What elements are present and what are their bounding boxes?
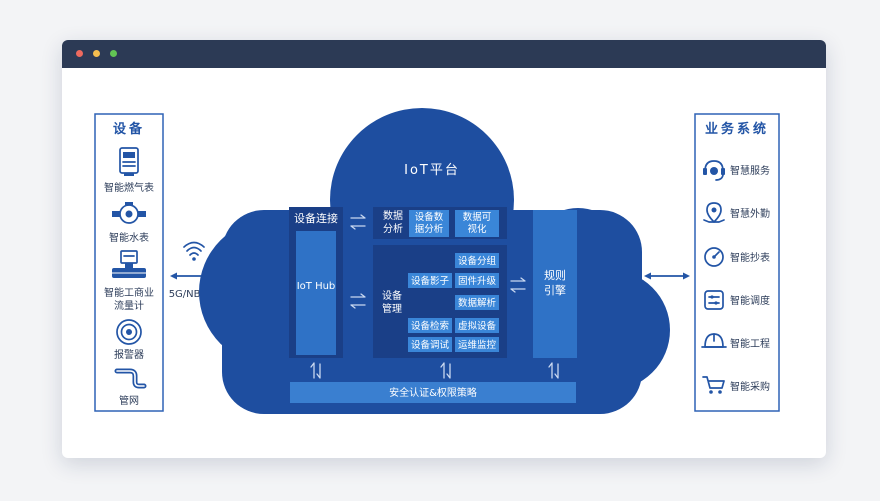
rule-engine-title-line2: 引擎 (544, 283, 566, 297)
analysis-chip-line1: 设备数 (415, 211, 444, 223)
analysis-chip-line1: 数据可 (463, 211, 492, 223)
exchange-arrow-rule (510, 277, 526, 293)
alarm-icon (116, 319, 142, 345)
gauge-icon (704, 247, 724, 267)
business-item-engineering: 智能工程 (730, 337, 770, 350)
iot-hub-block (296, 231, 336, 355)
exchange-arrow-analysis (350, 214, 366, 230)
mgmt-chip (408, 273, 452, 288)
minimize-dot[interactable] (93, 50, 100, 57)
device-item-flow-meter-line2: 流量计 (114, 299, 144, 312)
security-bar (290, 382, 576, 403)
platform-title: IoT平台 (404, 163, 460, 178)
security-arrow-middle (440, 362, 451, 379)
business-item-dispatch: 智能调度 (730, 294, 770, 307)
business-item-service: 智慧服务 (730, 164, 770, 177)
pipe-icon (114, 368, 147, 389)
gas-meter-icon (119, 147, 139, 176)
mgmt-chip (408, 337, 452, 352)
mgmt-chip (455, 318, 499, 333)
device-item-gas-meter: 智能燃气表 (104, 181, 154, 194)
device-connect-title: 设备连接 (294, 211, 338, 225)
devices-panel: 设备 智能燃气表 智能水表 (94, 113, 164, 412)
water-meter-icon (112, 202, 146, 224)
rule-engine-title-line1: 规则 (544, 268, 566, 282)
data-analysis-title-line2: 分析 (383, 222, 403, 235)
mgmt-chip (408, 318, 452, 333)
app-window: 设备 智能燃气表 智能水表 (62, 40, 826, 458)
maximize-dot[interactable] (110, 50, 117, 57)
mgmt-chip-label: 数据解析 (458, 297, 497, 309)
devices-title: 设备 (113, 121, 145, 137)
mgmt-chip (455, 295, 499, 310)
mgmt-chip (455, 253, 499, 268)
business-title: 业务系统 (705, 121, 769, 137)
device-mgmt-title-line1: 设备 (382, 289, 402, 302)
mgmt-chip-label: 设备影子 (411, 275, 450, 287)
device-mgmt-title-line2: 管理 (382, 302, 402, 315)
wifi-icon (183, 241, 205, 261)
mgmt-chip-label: 虚拟设备 (458, 320, 497, 332)
mgmt-chip-label: 固件升级 (458, 275, 497, 287)
mgmt-chip (455, 337, 499, 352)
data-analysis-module: 数据 分析 设备数 据分析 数据可 视化 (373, 207, 507, 239)
architecture-diagram: 设备 智能燃气表 智能水表 (94, 108, 780, 414)
close-dot[interactable] (76, 50, 83, 57)
device-connect-module: 设备连接 IoT Hub (289, 207, 343, 358)
business-panel-border (694, 113, 780, 412)
security-arrow-right (548, 362, 559, 379)
analysis-chip-line2: 视化 (467, 223, 487, 235)
map-pin-icon (703, 202, 725, 223)
helmet-icon (701, 333, 727, 348)
headset-icon (703, 160, 725, 181)
iot-hub-label: IoT Hub (297, 281, 336, 292)
rule-engine-module: 规则 引擎 (533, 210, 577, 358)
mgmt-chip-label: 设备检索 (411, 320, 449, 332)
mgmt-chip (455, 273, 499, 288)
business-item-procurement: 智能采购 (730, 380, 770, 393)
device-item-water-meter: 智能水表 (109, 231, 149, 244)
mgmt-chip-label: 设备调试 (411, 339, 450, 351)
mgmt-chip-label: 设备分组 (458, 255, 497, 267)
device-mgmt-module: 设备 管理 设备影子 设备检索 设备调试 设备分组 固件升级 数据解析 虚拟设备… (373, 245, 507, 358)
data-analysis-title-line1: 数据 (383, 209, 403, 222)
device-item-alarm: 报警器 (114, 348, 144, 361)
business-item-field: 智慧外勤 (730, 207, 770, 220)
device-item-pipe: 管网 (119, 394, 139, 407)
sliders-icon (704, 290, 724, 310)
analysis-chip (455, 210, 499, 237)
analysis-chip-line2: 据分析 (415, 223, 444, 235)
device-item-flow-meter-line1: 智能工商业 (104, 286, 154, 299)
cart-icon (702, 376, 725, 394)
business-item-meter-reading: 智能抄表 (730, 251, 770, 264)
analysis-chip (409, 210, 449, 237)
security-arrow-left (310, 362, 321, 379)
exchange-arrow-mgmt (350, 293, 366, 309)
title-bar (62, 40, 826, 68)
mgmt-chip-label: 运维监控 (458, 339, 497, 351)
business-panel: 业务系统 智慧服务 智慧外勤 智能 (694, 113, 780, 412)
connection-label: 5G/NB-IoT (169, 289, 220, 300)
flow-meter-icon (112, 250, 146, 278)
security-label: 安全认证&权限策略 (389, 386, 477, 399)
